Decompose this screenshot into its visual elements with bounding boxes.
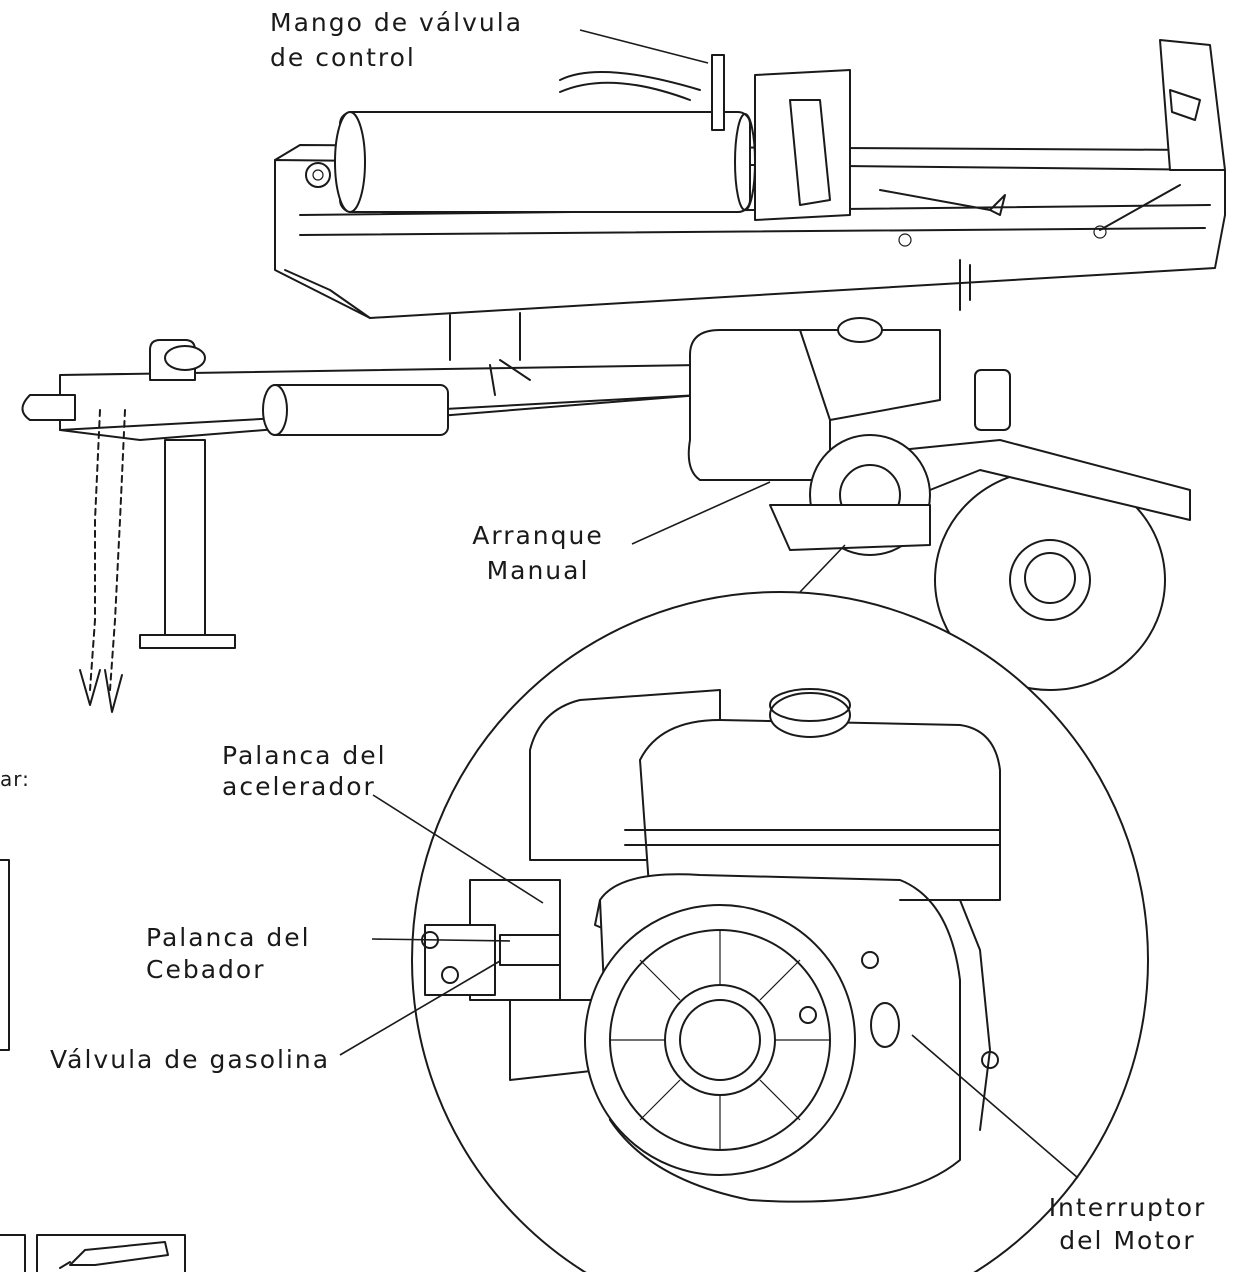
leader-engine-switch xyxy=(911,1034,1079,1179)
leader-fuel-valve xyxy=(339,960,501,1056)
label-throttle-2: acelerador xyxy=(222,772,376,801)
label-choke-2: Cebador xyxy=(146,955,266,984)
label-control-valve-2: de control xyxy=(270,43,416,72)
label-manual-start-2: Manual xyxy=(486,556,590,585)
cut-box-left xyxy=(0,859,10,1051)
cut-box-bottom-thumb xyxy=(36,1234,186,1272)
wedge-assembly xyxy=(711,39,1226,221)
label-engine-switch-1: Interruptor xyxy=(1048,1193,1207,1222)
leader-control-valve xyxy=(579,29,709,64)
leader-choke xyxy=(371,938,511,942)
wheel-fender xyxy=(899,369,1191,691)
safety-chains xyxy=(79,409,126,713)
label-control-valve-1: Mango de válvula xyxy=(270,8,524,37)
leader-manual-start xyxy=(631,481,771,545)
label-engine-switch-2: del Motor xyxy=(1059,1226,1196,1255)
leader-throttle xyxy=(372,794,544,904)
cut-box-bottom-left xyxy=(0,1234,26,1272)
jack-stand xyxy=(139,439,236,649)
label-throttle-1: Palanca del xyxy=(222,741,387,770)
label-fuel-valve: Válvula de gasolina xyxy=(50,1045,331,1074)
label-cut-fragment: ar: xyxy=(0,767,30,791)
tow-frame xyxy=(21,339,701,441)
tool-thumbnail xyxy=(59,1241,169,1269)
engine-detail xyxy=(421,688,1001,1203)
hydraulic-cylinder xyxy=(305,71,756,213)
engine-small xyxy=(687,317,941,556)
label-choke-1: Palanca del xyxy=(146,923,311,952)
label-manual-start-1: Arranque xyxy=(472,521,604,550)
